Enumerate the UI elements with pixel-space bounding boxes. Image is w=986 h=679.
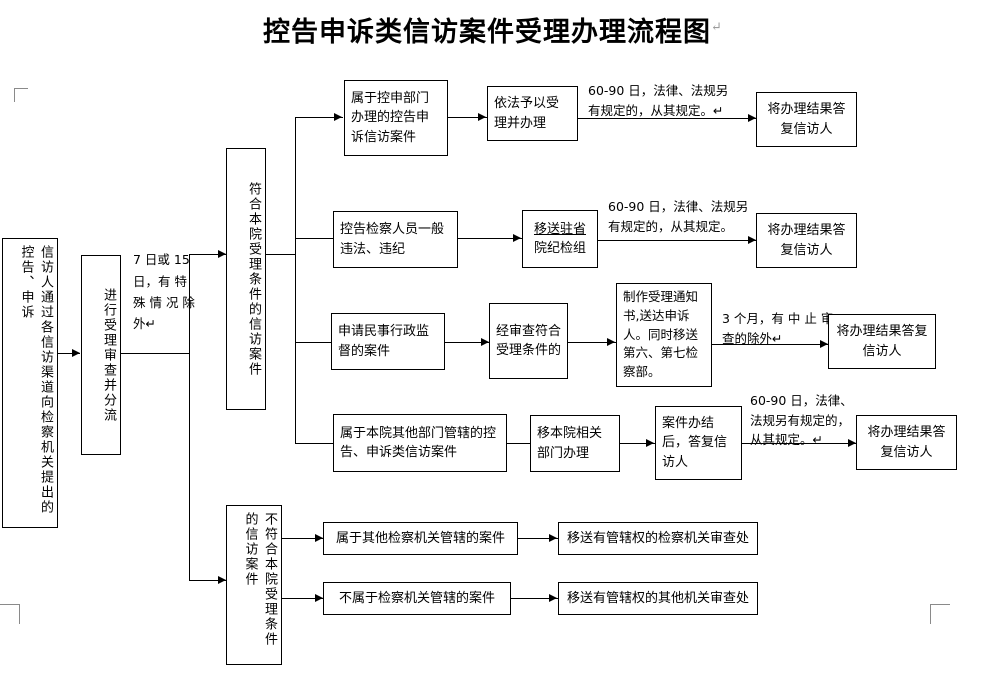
connector-split-accepted bbox=[189, 254, 227, 255]
arrowhead-row3-a-b bbox=[481, 337, 489, 346]
node-bottom2-a-label: 不属于检察机关管辖的案件 bbox=[338, 590, 495, 606]
node-rejected[interactable]: 不符合本院受理条件的信访案件 bbox=[226, 505, 282, 665]
arrowhead-row1-b-c bbox=[748, 113, 756, 122]
node-bottom1-b[interactable]: 移送有管辖权的检察机关审查处 bbox=[558, 522, 758, 555]
arrowhead-row1-a-b bbox=[478, 112, 486, 121]
node-row2-b[interactable]: 移送驻省 院纪检组 bbox=[522, 210, 598, 268]
page-title: 控告申诉类信访案件受理办理流程图↵ bbox=[0, 10, 986, 49]
node-review-label: 进行受理审查并分流 bbox=[101, 287, 116, 423]
arrowhead-row4-b-c bbox=[646, 438, 654, 447]
node-row2-a-label: 控告检察人员一般违法、违纪 bbox=[340, 222, 445, 257]
node-row4-b[interactable]: 移本院相关部门办理 bbox=[530, 415, 620, 472]
connector-accepted-out bbox=[266, 254, 296, 255]
arrowhead-row2-a-b bbox=[513, 233, 521, 242]
node-row3-b[interactable]: 经审查符合受理条件的 bbox=[489, 303, 568, 379]
connector-rejected-b1 bbox=[282, 538, 324, 539]
arrowhead-b1 bbox=[315, 533, 323, 542]
node-row2-b-line2: 院纪检组 bbox=[533, 241, 586, 256]
node-row4-a[interactable]: 属于本院其他部门管辖的控告、申诉类信访案件 bbox=[333, 414, 507, 472]
connector-row3-b-c bbox=[568, 342, 616, 343]
crop-mark-top-left bbox=[14, 88, 28, 102]
node-row1-b[interactable]: 依法予以受理并办理 bbox=[487, 86, 578, 141]
arrowhead-row3-b-c bbox=[607, 337, 615, 346]
arrowhead-row2-b-c bbox=[748, 235, 756, 244]
arrowhead-row4-c-d bbox=[848, 438, 856, 447]
connector-row1-a-b bbox=[448, 117, 487, 118]
node-bottom1-a[interactable]: 属于其他检察机关管辖的案件 bbox=[323, 522, 518, 555]
connector-row4-c-d bbox=[742, 443, 856, 444]
connector-fanout-row3 bbox=[295, 342, 343, 343]
node-row4-c[interactable]: 案件办结后，答复信访人 bbox=[655, 406, 742, 480]
node-row3-d-label: 将办理结果答复信访人 bbox=[836, 324, 928, 359]
node-row1-a-label: 属于控申部门办理的控告申诉信访案件 bbox=[351, 90, 430, 145]
arrowhead-bottom1-a-b bbox=[549, 533, 557, 542]
node-rejected-label: 不符合本院受理条件的信访案件 bbox=[242, 512, 278, 647]
arrowhead-bottom2-a-b bbox=[549, 593, 557, 602]
node-row2-b-label: 移送驻省 院纪检组 bbox=[528, 220, 592, 259]
connector-row3-a-b bbox=[445, 342, 490, 343]
node-bottom2-b[interactable]: 移送有管辖权的其他机关审查处 bbox=[558, 582, 758, 615]
connector-split-vertical bbox=[189, 254, 190, 580]
node-row1-c-label: 将办理结果答复信访人 bbox=[767, 102, 846, 137]
connector-row4-a-b bbox=[507, 443, 545, 444]
node-row1-a[interactable]: 属于控申部门办理的控告申诉信访案件 bbox=[344, 80, 448, 156]
node-row4-d[interactable]: 将办理结果答复信访人 bbox=[856, 415, 957, 470]
connector-fanout-row1 bbox=[295, 117, 343, 118]
arrowhead-b2 bbox=[315, 593, 323, 602]
node-row3-c-label: 制作受理通知书,送达申诉人。同时移送第六、第七检察部。 bbox=[623, 289, 699, 380]
connector-bottom1-a-b bbox=[518, 538, 558, 539]
pilcrow-mark: ↵ bbox=[711, 20, 723, 35]
node-bottom1-b-label: 移送有管辖权的检察机关审查处 bbox=[566, 530, 749, 546]
connector-fanout-vertical bbox=[295, 117, 296, 444]
node-row4-d-label: 将办理结果答复信访人 bbox=[867, 425, 946, 460]
crop-mark-bottom-right bbox=[930, 604, 950, 624]
node-bottom1-a-label: 属于其他检察机关管辖的案件 bbox=[335, 530, 505, 546]
note-deadline-intake: 7 日或 15 日，有 特 殊 情 况 除 外↵ bbox=[133, 252, 195, 331]
node-intake[interactable]: 信访人通过各信访渠道向检察机关提出的控告、申诉 bbox=[2, 238, 58, 528]
connector-fanout-row2 bbox=[295, 238, 343, 239]
note-deadline-row1: 60-90 日，法律、法规另 有规定的，从其规定。↵ bbox=[588, 83, 729, 118]
arrowhead-intake-review bbox=[72, 348, 80, 357]
connector-split-rejected bbox=[189, 580, 227, 581]
arrowhead-row1 bbox=[334, 112, 342, 121]
node-accepted[interactable]: 符合本院受理条件的信访案件 bbox=[226, 148, 266, 410]
node-bottom2-b-label: 移送有管辖权的其他机关审查处 bbox=[566, 590, 749, 606]
node-row3-a-label: 申请民事行政监督的案件 bbox=[338, 324, 430, 359]
node-row2-a[interactable]: 控告检察人员一般违法、违纪 bbox=[333, 211, 458, 268]
node-row4-b-label: 移本院相关部门办理 bbox=[537, 426, 603, 461]
node-row3-d[interactable]: 将办理结果答复信访人 bbox=[828, 314, 936, 369]
node-row4-c-label: 案件办结后，答复信访人 bbox=[662, 415, 728, 470]
arrowhead-split-rejected bbox=[218, 575, 226, 584]
connector-rejected-b2 bbox=[282, 598, 324, 599]
node-row3-b-label: 经审查符合受理条件的 bbox=[496, 323, 562, 359]
node-accepted-label: 符合本院受理条件的信访案件 bbox=[246, 181, 261, 377]
connector-row2-b-c bbox=[598, 240, 756, 241]
node-row3-c[interactable]: 制作受理通知书,送达申诉人。同时移送第六、第七检察部。 bbox=[616, 283, 712, 387]
connector-row2-a-b bbox=[458, 238, 522, 239]
arrowhead-split-accepted bbox=[218, 249, 226, 258]
node-row1-b-label: 依法予以受理并办理 bbox=[494, 96, 560, 131]
node-row4-a-label: 属于本院其他部门管辖的控告、申诉类信访案件 bbox=[340, 425, 497, 461]
connector-review-out bbox=[121, 353, 190, 354]
crop-mark-bottom-left bbox=[0, 604, 20, 624]
connector-bottom2-a-b bbox=[511, 598, 558, 599]
node-row2-c[interactable]: 将办理结果答复信访人 bbox=[756, 213, 857, 268]
node-row1-c[interactable]: 将办理结果答复信访人 bbox=[756, 92, 857, 147]
node-intake-label: 信访人通过各信访渠道向检察机关提出的控告、申诉 bbox=[18, 245, 54, 515]
connector-fanout-row4 bbox=[295, 443, 343, 444]
arrowhead-row3-c-d bbox=[820, 339, 828, 348]
node-row2-c-label: 将办理结果答复信访人 bbox=[767, 223, 846, 258]
connector-intake-review bbox=[58, 353, 80, 354]
connector-row3-c-d bbox=[712, 344, 828, 345]
node-bottom2-a[interactable]: 不属于检察机关管辖的案件 bbox=[323, 582, 511, 615]
note-deadline-row2: 60-90 日，法律、法规另 有规定的，从其规定。 bbox=[608, 199, 749, 234]
node-review[interactable]: 进行受理审查并分流 bbox=[81, 255, 121, 455]
connector-row4-b-c bbox=[620, 443, 655, 444]
connector-row1-b-c bbox=[578, 118, 756, 119]
page-title-text: 控告申诉类信访案件受理办理流程图 bbox=[263, 17, 712, 48]
node-row3-a[interactable]: 申请民事行政监督的案件 bbox=[331, 313, 445, 370]
node-row2-b-line1: 移送驻省 bbox=[533, 221, 586, 237]
